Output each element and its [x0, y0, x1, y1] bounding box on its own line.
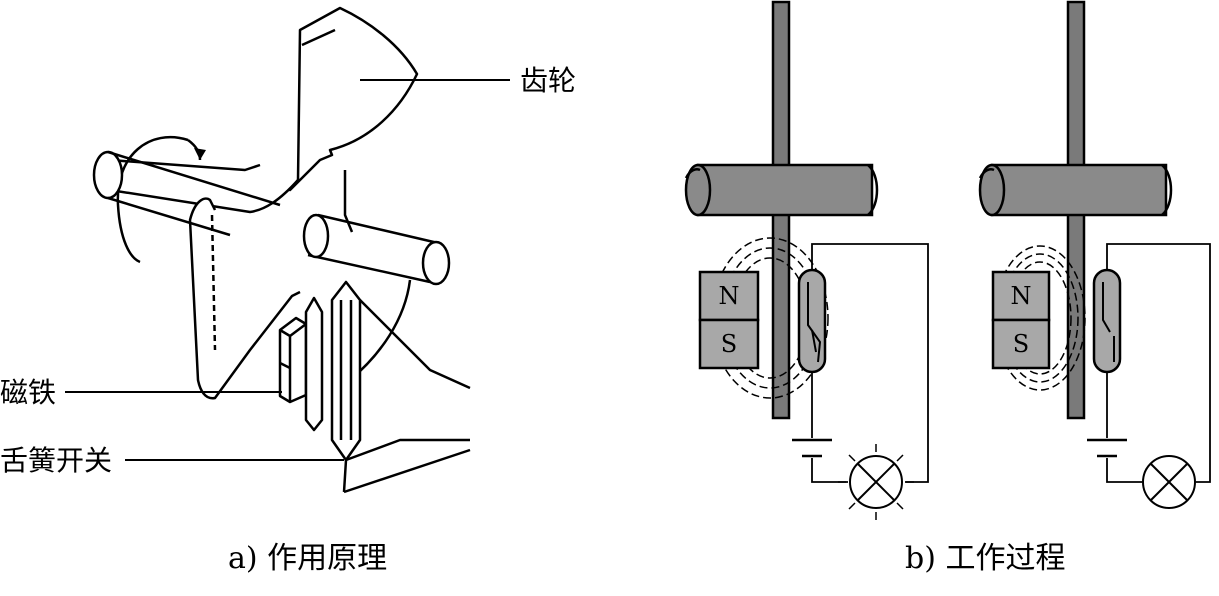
circuit-wiring — [811, 243, 929, 483]
lamp-lit-icon — [838, 444, 914, 520]
gear-shape — [108, 6, 419, 400]
reed-switch — [304, 280, 362, 462]
battery-icon — [792, 438, 832, 458]
shaft-left — [92, 150, 281, 237]
magnet-block — [278, 316, 308, 404]
state-closed — [684, 0, 929, 520]
shaft-horizontal — [978, 163, 1173, 217]
circuit-wiring — [1106, 243, 1211, 483]
label-magnet: 磁铁 — [0, 376, 56, 409]
label-reed-switch: 舌簧开关 — [0, 444, 112, 477]
magnet-south — [991, 318, 1051, 370]
shaft-horizontal — [684, 163, 879, 217]
caption-b: b) 工作过程 — [905, 541, 1065, 576]
pole-north-label-1: N — [719, 282, 740, 310]
battery-icon — [1087, 438, 1127, 458]
shaft-right — [302, 213, 451, 286]
switch-bracket — [342, 299, 471, 494]
reed-capsule — [797, 268, 827, 374]
caption-a: a) 作用原理 — [228, 541, 387, 576]
lamp-off-icon — [1142, 455, 1196, 509]
magnet-north — [991, 270, 1051, 322]
label-gear: 齿轮 — [520, 64, 576, 97]
reed-capsule — [1092, 268, 1122, 374]
state-open — [978, 0, 1211, 509]
magnet-south — [698, 318, 760, 370]
panel-a-principle — [65, 6, 510, 494]
pole-south-label-1: S — [721, 330, 737, 358]
rotation-arrow-icon — [116, 135, 206, 264]
pole-south-label-2: S — [1013, 330, 1029, 358]
magnet-north — [698, 270, 760, 322]
pole-north-label-2: N — [1011, 282, 1032, 310]
